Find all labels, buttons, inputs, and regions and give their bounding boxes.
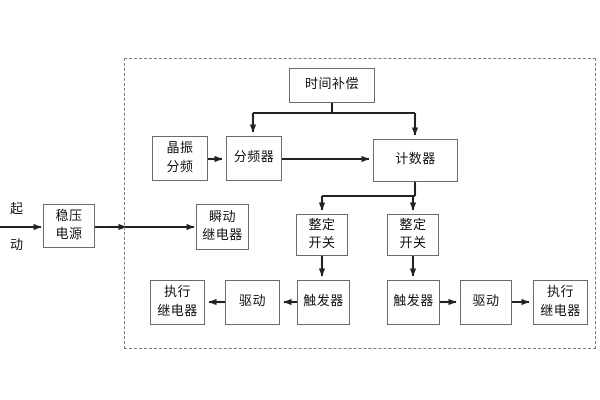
- node-execution-relay-left[interactable]: 执行 继电器: [150, 280, 205, 325]
- node-instant-relay-line-1: 瞬动: [208, 209, 236, 225]
- node-execution-relay-left-line-1: 执行: [163, 285, 191, 301]
- node-power-line-1: 稳压: [55, 208, 83, 224]
- node-setting-switch-right-line-2: 开关: [399, 236, 427, 251]
- input-label-line2: 动: [10, 238, 24, 253]
- node-frequency-divider[interactable]: 分频器: [226, 136, 282, 181]
- node-setting-switch-right-line-1: 整定: [399, 217, 427, 233]
- node-instant-relay-line-2: 继电器: [202, 228, 243, 243]
- node-execution-relay-right-line-2: 继电器: [540, 303, 581, 319]
- input-label-line1: 起: [10, 202, 24, 217]
- node-time-compensation[interactable]: 时间补偿: [289, 68, 375, 103]
- node-setting-switch-left-line-1: 整定: [308, 217, 336, 233]
- node-power-line-2: 电源: [55, 227, 83, 242]
- node-trigger-right-label: 触发器: [393, 294, 434, 310]
- node-drive-right[interactable]: 驱动: [460, 280, 512, 325]
- node-execution-relay-left-line-2: 继电器: [157, 303, 198, 319]
- node-drive-left[interactable]: 驱动: [225, 280, 280, 325]
- node-crystal-divider-line-1: 晶振: [166, 141, 194, 157]
- node-power[interactable]: 稳压 电源: [43, 204, 95, 248]
- node-counter[interactable]: 计数器: [373, 139, 458, 182]
- node-setting-switch-left[interactable]: 整定 开关: [296, 214, 348, 256]
- node-execution-relay-right[interactable]: 执行 继电器: [533, 280, 588, 325]
- node-setting-switch-right[interactable]: 整定 开关: [387, 214, 439, 256]
- node-drive-right-label: 驱动: [472, 294, 500, 310]
- node-time-compensation-label: 时间补偿: [304, 77, 359, 93]
- node-counter-label: 计数器: [395, 152, 436, 168]
- node-execution-relay-right-line-1: 执行: [546, 285, 574, 301]
- dashed-enclosure-region: [124, 58, 596, 349]
- node-trigger-left[interactable]: 触发器: [297, 280, 350, 325]
- node-setting-switch-left-line-2: 开关: [308, 236, 336, 251]
- node-frequency-divider-label: 分频器: [233, 150, 275, 166]
- node-trigger-right[interactable]: 触发器: [387, 280, 440, 325]
- node-instant-relay[interactable]: 瞬动 继电器: [196, 204, 249, 250]
- node-drive-left-label: 驱动: [238, 294, 266, 310]
- node-crystal-divider[interactable]: 晶振 分频: [152, 136, 208, 181]
- node-trigger-left-label: 触发器: [303, 294, 344, 310]
- node-crystal-divider-line-2: 分频: [166, 159, 194, 175]
